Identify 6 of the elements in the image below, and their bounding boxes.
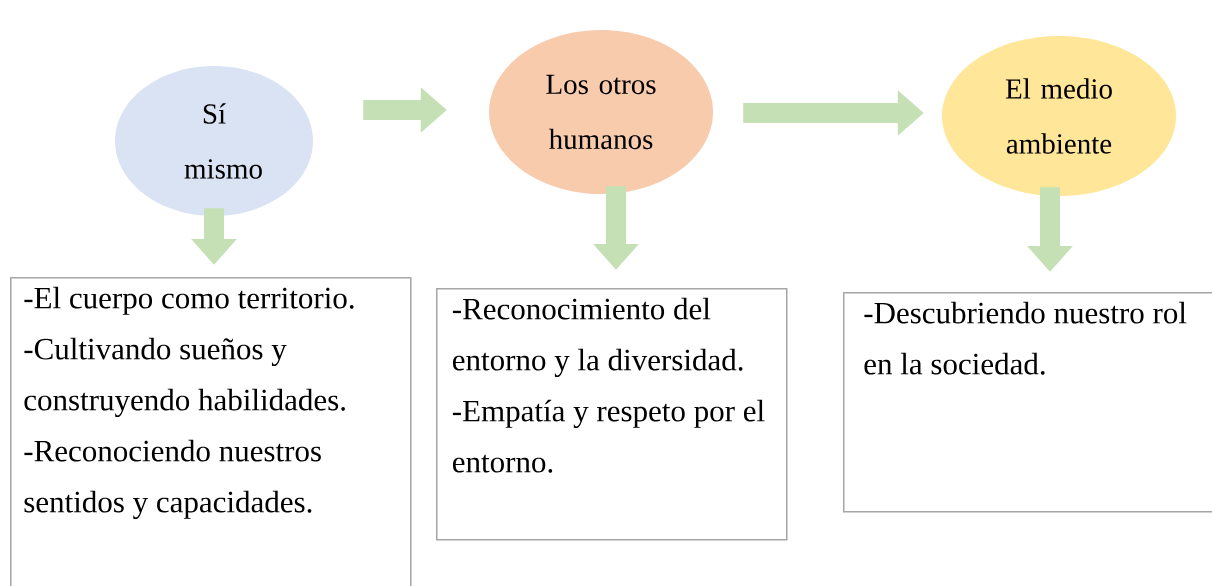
circle-node: Los otros humanos (489, 30, 713, 194)
circle-node: El medio ambiente (942, 36, 1176, 196)
text-box: -Reconocimiento del entorno y la diversidad. -Empatía y respeto por el entorno. (436, 288, 788, 541)
text-box: -El cuerpo como territorio. -Cultivando sueños y construyendo habilidades. -Reconociendo nuestros sentidos y capacidades. (10, 277, 412, 586)
text-box: -Descubriendo nuestro rol en la sociedad. (843, 292, 1212, 513)
circle-node: Sí mismo (115, 66, 313, 216)
